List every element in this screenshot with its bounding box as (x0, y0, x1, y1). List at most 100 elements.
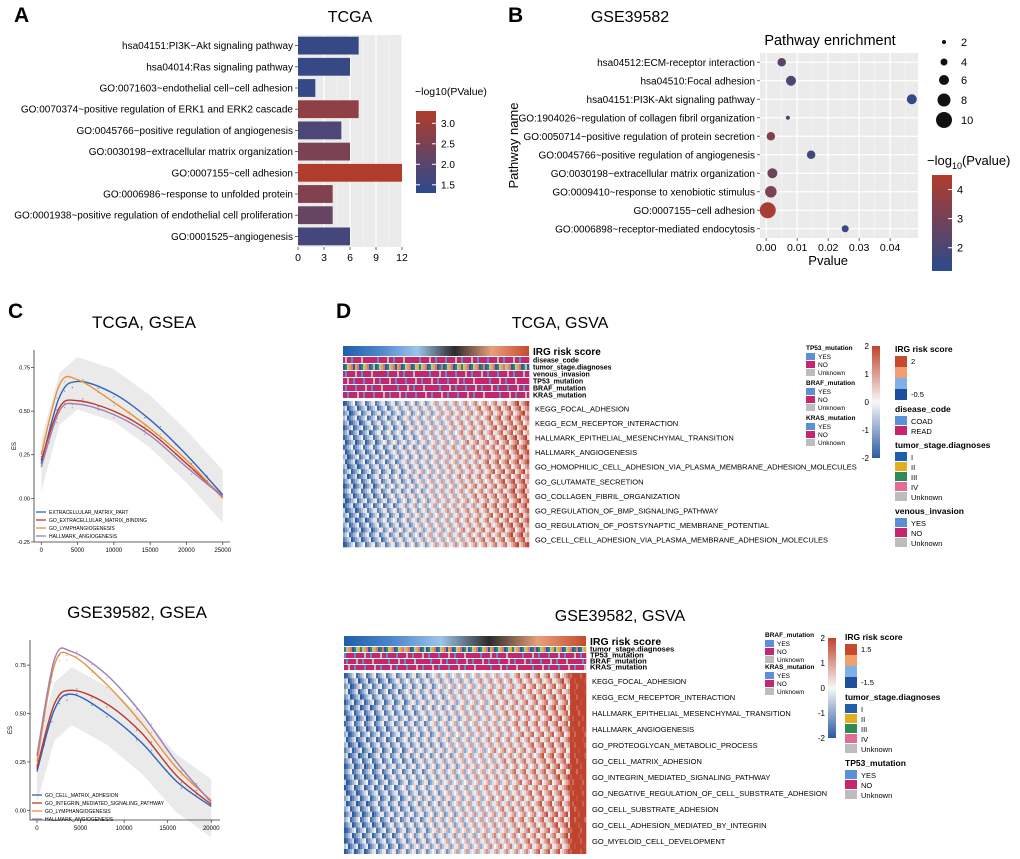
heatmap-cell (385, 445, 387, 450)
annotation-cell (455, 378, 457, 384)
heatmap-cell (410, 673, 412, 679)
heatmap-cell (413, 479, 415, 484)
heatmap-cell (515, 537, 517, 542)
heatmap-cell (439, 406, 441, 411)
annotation-cell (400, 653, 402, 658)
heatmap-cell (412, 689, 414, 695)
heatmap-cell (499, 489, 501, 494)
heatmap-cell (461, 440, 463, 445)
heatmap-cell (446, 700, 448, 706)
heatmap-cell (465, 518, 467, 523)
annotation-cell (383, 378, 385, 384)
heatmap-cell (431, 440, 433, 445)
heatmap-cell (352, 678, 354, 684)
data-point (181, 782, 182, 783)
heatmap-cell (467, 406, 469, 411)
annotation-cell (459, 378, 461, 384)
heatmap-cell (433, 440, 435, 445)
annotation-cell (503, 371, 505, 377)
annotation-cell (525, 364, 527, 370)
heatmap-cell (343, 474, 345, 479)
heatmap-cell (405, 455, 407, 460)
heatmap-cell (380, 694, 382, 700)
heatmap-cell (527, 498, 529, 503)
heatmap-cell (355, 523, 357, 528)
annotation-cell (511, 385, 513, 391)
x-tick-label: 25000 (214, 548, 231, 554)
heatmap-cell (417, 537, 419, 542)
heatmap-cell (525, 498, 527, 503)
heatmap-cell (403, 430, 405, 435)
heatmap-cell (505, 474, 507, 479)
heatmap-cell (439, 532, 441, 537)
heatmap-cell (390, 673, 392, 679)
heatmap-cell (479, 542, 481, 547)
heatmap-cell (430, 700, 432, 706)
heatmap-cell (386, 678, 388, 684)
annotation-cell (511, 378, 513, 384)
heatmap-cell (501, 440, 503, 445)
annotation-cell (496, 659, 498, 664)
heatmap-cell (357, 503, 359, 508)
heatmap-cell (434, 694, 436, 700)
heatmap-cell (401, 537, 403, 542)
heatmap-cell (519, 542, 521, 547)
annotation-cell (478, 665, 480, 670)
annotation-cell (513, 378, 515, 384)
heatmap-cell (485, 411, 487, 416)
annotation-cell (514, 653, 516, 658)
heatmap-cell (566, 700, 568, 706)
heatmap-cell (363, 523, 365, 528)
annotation-cell (475, 378, 477, 384)
heatmap-cell (383, 518, 385, 523)
heatmap-cell (425, 532, 427, 537)
heatmap-cell (484, 678, 486, 684)
heatmap-row-label: KEGG_ECM_RECEPTOR_INTERACTION (535, 419, 678, 428)
heatmap-cell (463, 420, 465, 425)
data-point (48, 442, 49, 443)
annotation-cell (454, 653, 456, 658)
heatmap-cell (477, 508, 479, 513)
heatmap-cell (351, 406, 353, 411)
heatmap-cell (465, 459, 467, 464)
heatmap-cell (417, 532, 419, 537)
data-point (48, 424, 49, 425)
annotation-cell (522, 665, 524, 670)
heatmap-cell (385, 498, 387, 503)
heatmap-cell (526, 689, 528, 695)
heatmap-cell (443, 508, 445, 513)
heatmap-cell (488, 684, 490, 690)
heatmap-cell (570, 689, 572, 695)
annotation-cell (365, 364, 367, 370)
heatmap-cell (471, 532, 473, 537)
heatmap-cell (471, 435, 473, 440)
heatmap-cell (576, 700, 578, 706)
data-point (151, 723, 152, 724)
y-tick-label: 0.25 (15, 760, 26, 766)
heatmap-cell (477, 542, 479, 547)
heatmap-cell (525, 411, 527, 416)
heatmap-cell (401, 401, 403, 406)
heatmap-cell (410, 684, 412, 690)
heatmap-cell (431, 493, 433, 498)
heatmap-cell (371, 401, 373, 406)
heatmap-cell (436, 678, 438, 684)
heatmap-cell (508, 678, 510, 684)
heatmap-cell (465, 464, 467, 469)
annotation-cell (367, 364, 369, 370)
annotation-cell (566, 659, 568, 664)
heatmap-cell (449, 493, 451, 498)
annotation-cell (534, 665, 536, 670)
annotation-cell (444, 659, 446, 664)
heatmap-cell (522, 700, 524, 706)
annotation-cell (578, 659, 580, 664)
annotation-cell (395, 378, 397, 384)
heatmap-cell (508, 689, 510, 695)
heatmap-cell (427, 455, 429, 460)
annotation-cell (367, 378, 369, 384)
heatmap-cell (459, 489, 461, 494)
annotation-cell (389, 385, 391, 391)
annotation-cell (582, 659, 584, 664)
data-point (907, 94, 917, 104)
